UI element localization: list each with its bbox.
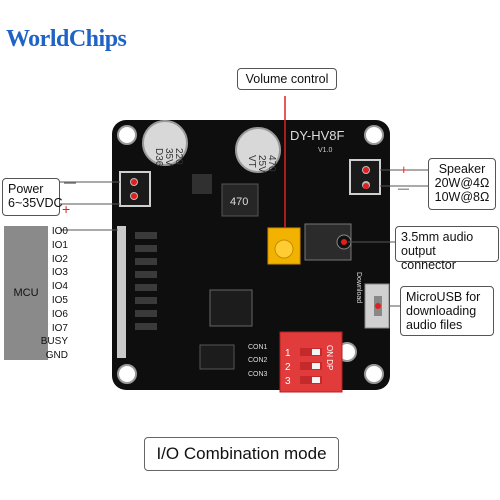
download-label: Download (355, 272, 362, 303)
pin-label: IO4 (51, 281, 68, 293)
power-red-dot-2 (131, 193, 137, 199)
pin-label: BUSY (40, 336, 68, 348)
speaker-plus-mark: + (400, 162, 408, 177)
mount-hole-bl (117, 364, 137, 384)
cap1-text-2: 35V (163, 148, 174, 166)
board-version: V1.0 (318, 147, 333, 154)
speaker-red-dot-1 (363, 167, 369, 173)
capacitor-220 (142, 120, 188, 166)
mount-hole-tr (364, 125, 384, 145)
pin-label: GND (45, 350, 68, 362)
con3-label: CON3 (248, 371, 268, 378)
speaker-red-dot-2 (363, 183, 369, 189)
speaker-spec-4ohm: 20W@4Ω (434, 176, 490, 190)
usb-red-dot (375, 303, 381, 309)
audio-output-line1: 3.5mm audio (401, 230, 474, 244)
dip-lever-1 (312, 349, 320, 355)
speaker-spec-8ohm: 10W@8Ω (434, 190, 490, 204)
mount-hole-br (364, 364, 384, 384)
mode-caption-text: I/O Combination mode (156, 444, 327, 463)
mount-hole-tl (117, 125, 137, 145)
worldchips-logo: WorldChips (6, 26, 127, 53)
audio-output-line2: output connector (401, 244, 456, 272)
dip-lever-2 (312, 363, 320, 369)
component-2 (209, 289, 253, 327)
con1-label: CON1 (248, 344, 268, 351)
audio-output-callout: 3.5mm audio output connector (395, 226, 499, 272)
speaker-label: Speaker (438, 162, 486, 176)
pin-label: IO7 (51, 322, 68, 334)
volume-pot-dial (274, 239, 294, 259)
microusb-callout: MicroUSB for downloading audio files (400, 286, 494, 336)
mcu-block: MCU (4, 226, 48, 360)
dip-slot-2 (300, 362, 322, 370)
pin-label: IO0 (51, 226, 68, 237)
dip-num-2: 2 (285, 362, 291, 373)
mode-caption: I/O Combination mode (144, 437, 339, 471)
dip-slot-3 (300, 376, 322, 384)
dip-on-label: ON DP (325, 345, 334, 370)
power-minus-mark: — (64, 175, 76, 189)
dip-lever-3 (312, 377, 320, 383)
inductor (221, 183, 259, 217)
pin-label: IO6 (51, 308, 68, 320)
logo-word-world: World (6, 26, 69, 52)
mcu-pin-list: IO0 IO1 IO2 IO3 IO4 IO5 IO6 IO7 BUSY GND (40, 225, 68, 363)
header-pins (117, 226, 126, 358)
volume-control-label: Volume control (245, 72, 329, 86)
cap2-text-1: 470 (266, 155, 277, 172)
pin-label: IO2 (51, 253, 68, 265)
microusb-line1: MicroUSB for (406, 290, 481, 304)
pcb-board (112, 120, 390, 390)
microusb-line3: audio files (406, 318, 463, 332)
cap1-text-3: D36 (153, 148, 164, 167)
capacitor-470 (235, 127, 281, 173)
callout-lines (60, 169, 428, 307)
con2-label: CON2 (248, 357, 268, 364)
power-callout: Power 6~35VDC (2, 178, 63, 216)
power-voltage-label: 6~35VDC (8, 196, 63, 210)
power-red-dot-1 (131, 179, 137, 185)
pin-label: IO3 (51, 267, 68, 279)
cap2-text-3: VT (246, 155, 257, 168)
mcu-label: MCU (13, 287, 39, 299)
pin-label: IO1 (51, 239, 68, 251)
cap2-text-2: 25V (256, 155, 267, 173)
speaker-terminal (349, 159, 381, 195)
pin-label: IO5 (51, 294, 68, 306)
power-terminal (119, 171, 151, 207)
power-plus-mark: + (62, 201, 70, 217)
microusb-line2: downloading (406, 304, 477, 318)
speaker-minus-mark: — (398, 183, 409, 195)
speaker-callout: Speaker 20W@4Ω 10W@8Ω (428, 158, 496, 210)
power-label: Power (8, 182, 44, 196)
component-3 (199, 344, 235, 370)
component-1 (192, 174, 212, 194)
logo-word-chips: Chips (68, 26, 127, 52)
resistor-array (135, 232, 157, 330)
dip-slot-1 (300, 348, 322, 356)
dip-num-1: 1 (285, 348, 291, 359)
volume-control-callout: Volume control (237, 68, 337, 90)
cap1-text-1: 220 (173, 148, 184, 165)
dip-num-3: 3 (285, 376, 291, 387)
inductor-label: 470 (230, 196, 248, 208)
board-model: DY-HV8F (290, 128, 344, 143)
audio-red-dot (341, 239, 347, 245)
